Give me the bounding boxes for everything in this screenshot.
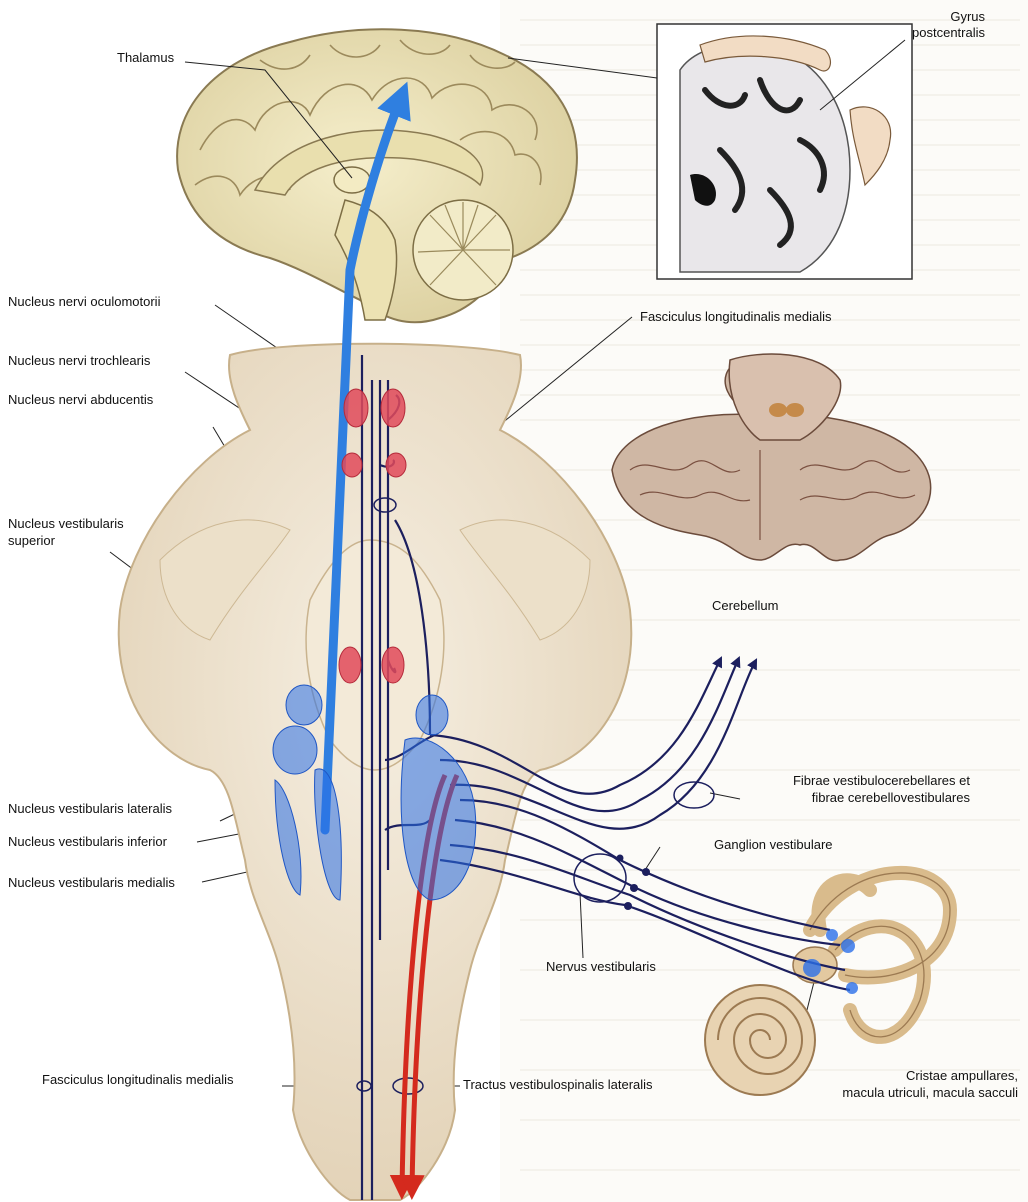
label-vestibularis-lateralis: Nucleus vestibularis lateralis [8,801,172,816]
label-nucleus-oculomotorii: Nucleus nervi oculomotorii [8,294,160,309]
label-ganglion-vestibulare: Ganglion vestibulare [714,837,833,852]
vestibular-superior-right [416,695,448,735]
label-nervus-vestibularis: Nervus vestibularis [546,959,656,974]
label-thalamus: Thalamus [117,50,174,65]
abducens-nucleus-right [382,647,404,683]
label-vestibularis-medialis: Nucleus vestibularis medialis [8,875,175,890]
label-gyrus-postcentralis-1: Gyrus [900,9,985,24]
vestibular-superior-left [286,685,322,725]
label-vestibularis-superior-2: superior [8,533,55,548]
trochlear-nucleus-right [386,453,406,477]
oculomotor-nucleus-left [344,389,368,427]
label-fibrae-2: fibrae cerebellovestibulares [745,790,970,805]
label-vestibularis-superior-1: Nucleus vestibularis [8,516,124,531]
label-cristae-2: macula utriculi, macula sacculi [760,1085,1018,1100]
cerebellum-in-brain [413,200,513,300]
label-fibrae-1: Fibrae vestibulocerebellares et [745,773,970,788]
label-gyrus-postcentralis-2: postcentralis [880,25,985,40]
label-fasciculus-mlf-top: Fasciculus longitudinalis medialis [640,309,831,324]
abducens-nucleus-left [339,647,361,683]
label-vestibularis-inferior: Nucleus vestibularis inferior [8,834,167,849]
label-cristae-1: Cristae ampullares, [800,1068,1018,1083]
label-fasciculus-mlf-bottom: Fasciculus longitudinalis medialis [42,1072,233,1087]
trochlear-nucleus-left [342,453,362,477]
label-cerebellum: Cerebellum [712,598,778,613]
label-nucleus-abducentis: Nucleus nervi abducentis [8,392,153,407]
vestibular-lateral-left [273,726,317,774]
label-nucleus-trochlearis: Nucleus nervi trochlearis [8,353,150,368]
coronal-section-homunculus [657,24,912,279]
label-tractus: Tractus vestibulospinalis lateralis [463,1077,653,1092]
oculomotor-nucleus-right [381,389,405,427]
